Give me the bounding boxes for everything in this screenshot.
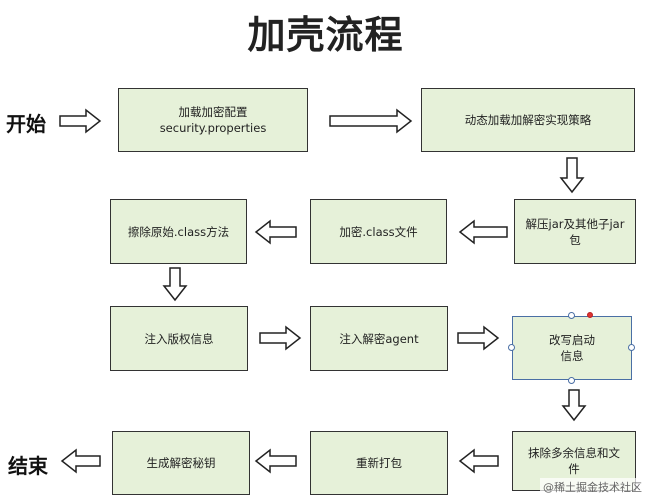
step-erase-methods: 擦除原始.class方法 — [110, 199, 247, 264]
arrow-step6-to-step7 — [259, 325, 302, 351]
arrow-step1-to-step2 — [329, 108, 413, 134]
step-rewrite-startup[interactable]: 改写启动 信息 — [512, 316, 632, 380]
arrow-step4-to-step5 — [254, 219, 297, 245]
step-load-strategy: 动态加载加解密实现策略 — [421, 88, 635, 152]
start-label: 开始 — [6, 112, 46, 136]
arrow-step10-to-step11 — [254, 448, 297, 474]
selection-handle-rotate[interactable] — [587, 312, 593, 318]
step-generate-key: 生成解密秘钥 — [112, 431, 250, 495]
step-unzip-jar: 解压jar及其他子jar 包 — [514, 199, 636, 264]
step-inject-agent: 注入解密agent — [310, 306, 448, 371]
step-repackage: 重新打包 — [310, 431, 448, 495]
arrow-start-to-step1 — [59, 108, 102, 134]
step-inject-copyright: 注入版权信息 — [110, 306, 248, 371]
step-load-config: 加载加密配置 security.properties — [118, 88, 308, 152]
end-label: 结束 — [8, 454, 48, 478]
arrow-step11-to-end — [60, 448, 101, 474]
arrow-step3-to-step4 — [458, 219, 508, 245]
arrow-step5-to-step6 — [162, 267, 188, 302]
selection-handle-right[interactable] — [628, 344, 635, 351]
arrow-step8-to-step9 — [561, 389, 587, 422]
page-title: 加壳流程 — [247, 13, 404, 57]
watermark: @稀土掘金技术社区 — [540, 478, 645, 496]
arrow-step9-to-step10 — [458, 448, 499, 474]
selection-handle-left[interactable] — [508, 344, 515, 351]
selection-handle-bottom[interactable] — [568, 377, 575, 384]
step-encrypt-class: 加密.class文件 — [310, 199, 447, 264]
arrow-step7-to-step8 — [457, 325, 500, 351]
selection-handle-top[interactable] — [568, 312, 575, 319]
arrow-step2-to-step3 — [559, 157, 585, 194]
